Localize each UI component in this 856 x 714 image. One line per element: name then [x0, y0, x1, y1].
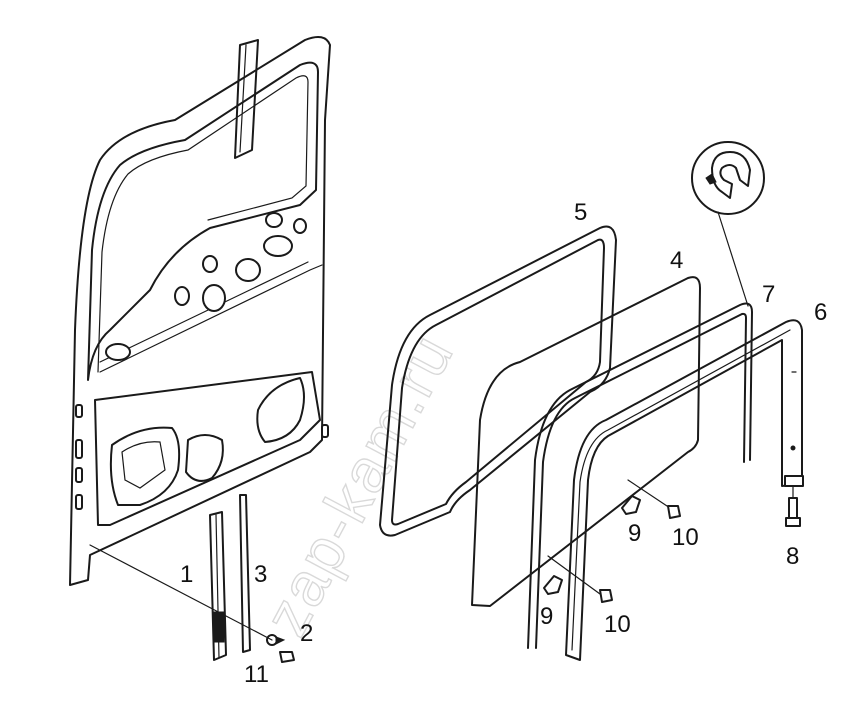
bolt-11: [279, 651, 295, 663]
glass-run-seal-7: [527, 302, 753, 649]
callout-3: 3: [254, 561, 267, 588]
bolt-10-upper: [667, 505, 681, 519]
callout-10-upper: 10: [672, 524, 699, 551]
seal-profile-detail: [691, 141, 765, 307]
callout-9-upper: 9: [628, 520, 641, 547]
watermark-text: zap-kam.ru: [251, 323, 467, 647]
callout-8: 8: [786, 543, 799, 570]
callout-11: 11: [244, 661, 269, 688]
bolt-2: [266, 634, 286, 646]
bolt-8: [785, 485, 801, 527]
lower-channel-3: [239, 494, 251, 653]
glass-seal-5: [379, 225, 617, 537]
callout-6: 6: [814, 299, 827, 326]
callout-9-lower: 9: [540, 603, 553, 630]
callout-2: 2: [300, 620, 313, 647]
callout-10-lower: 10: [604, 611, 631, 638]
callout-1: 1: [180, 561, 193, 588]
callout-7: 7: [762, 281, 775, 308]
door-frame: [69, 35, 331, 586]
clip-9-upper: [621, 479, 671, 515]
callout-4: 4: [670, 247, 683, 274]
bolt-10-lower: [599, 589, 613, 603]
clip-9-lower: [543, 555, 601, 595]
lower-channel-1: [209, 511, 227, 661]
channel-guide-6: [565, 319, 804, 661]
callout-5: 5: [574, 199, 587, 226]
door-glass-4: [471, 276, 701, 607]
leader-line-left: [89, 544, 273, 641]
